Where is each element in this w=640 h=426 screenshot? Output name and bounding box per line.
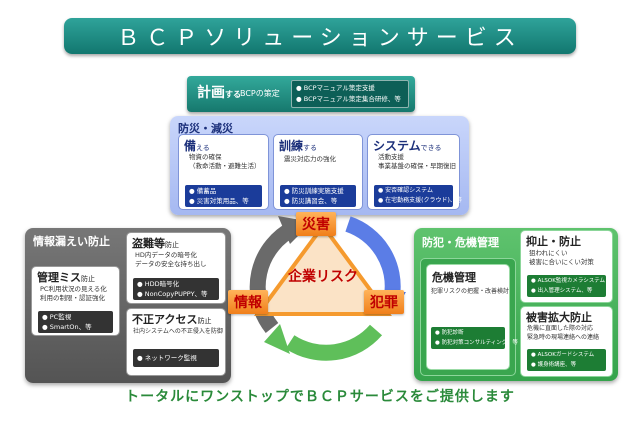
card-title: 被害拡大防止	[526, 311, 592, 324]
green-arrow-arc	[285, 324, 383, 361]
panel-title: 防災・減災	[178, 122, 233, 135]
card-desc: 物資の確保（救命活動・避難生活）	[189, 153, 261, 170]
plan-item-list: ● BCPマニュアル策定支援 ● BCPマニュアル策定集合研修、等	[291, 80, 409, 108]
card-title: 危機管理	[432, 271, 476, 284]
card-title: システムできる	[373, 139, 442, 153]
risk-center-label: 企業リスク	[288, 269, 358, 285]
card-item-list: ● ネットワーク監視	[133, 349, 219, 367]
footer-tagline: トータルにワンストップでＢＣＰサービスをご提供します	[125, 389, 515, 405]
card-title: 備える	[184, 139, 210, 153]
card-item-list: ● 安否確認システム ● 在宅勤務支援(クラウド)、等	[374, 185, 462, 207]
green-arrow-head	[264, 324, 290, 354]
card-desc: HD内データの暗号化データの安全な持ち出し	[135, 251, 207, 268]
card-item-list: ● ALSOK監視カメラシステム ● 出入管理システム、等	[527, 275, 606, 297]
risk-triangle	[254, 222, 392, 316]
card-item-list: ● ALSOKガードシステム ● 護身術講座、等	[527, 349, 606, 371]
card-mistake: 管理ミス防止 PC利用状況の見える化利用の制限・認証強化 ● PC監視 ● Sm…	[31, 266, 120, 336]
card-desc: PC利用状況の見える化利用の制限・認証強化	[40, 285, 107, 302]
list-item: ● BCPマニュアル策定集合研修、等	[296, 95, 401, 103]
risk-label-crime: 犯罪	[364, 290, 404, 314]
card-desc: 狙われにくい被害に合いにくい対策	[529, 249, 594, 266]
card-title: 訓練する	[279, 139, 318, 153]
plan-box: 計画する BCPの策定 ● BCPマニュアル策定支援 ● BCPマニュアル策定集…	[187, 76, 415, 112]
card-item-list: ● 備蓄品 ● 災害対策用品、等	[185, 185, 262, 207]
card-title: 不正アクセス防止	[132, 313, 212, 326]
card-deterrence: 抑止・防止 狙われにくい被害に合いにくい対策 ● ALSOK監視カメラシステム …	[520, 230, 613, 303]
plan-subtitle: BCPの策定	[240, 89, 280, 98]
risk-label-info: 情報	[228, 290, 268, 314]
disaster-prevention-panel: 防災・減災 備える 物資の確保（救命活動・避難生活） ● 備蓄品 ● 災害対策用…	[170, 116, 469, 215]
card-item-list: ● 防犯診断 ● 防犯対策コンサルティング、等	[431, 327, 518, 349]
card-drill: 訓練する 震災対応力の強化 ● 防災訓練実施支援 ● 防災講習会、等	[273, 134, 363, 210]
card-damage-spread-prevention: 被害拡大防止 危機に直面した際の対応緊急時の現場連絡への連絡 ● ALSOKガー…	[520, 306, 613, 377]
panel-title: 防犯・危機管理	[422, 236, 499, 249]
card-desc: 活動支援事業基盤の確保・早期復旧	[378, 153, 456, 170]
card-theft: 盗難等防止 HD内データの暗号化データの安全な持ち出し ● HDD暗号化 ● N…	[126, 232, 226, 304]
card-crisis-management: 危機管理 犯罪リスクの把握・改善検討 ● 防犯診断 ● 防犯対策コンサルティング…	[420, 258, 518, 376]
card-system: システムできる 活動支援事業基盤の確保・早期復旧 ● 安否確認システム ● 在宅…	[367, 134, 462, 210]
card-unauthorized-access: 不正アクセス防止 社内システムへの不正侵入を防御 ● ネットワーク監視	[126, 308, 226, 376]
card-desc: 犯罪リスクの把握・改善検討	[431, 288, 510, 295]
card-inner: 危機管理 犯罪リスクの把握・改善検討 ● 防犯診断 ● 防犯対策コンサルティング…	[426, 264, 518, 370]
card-desc: 危機に直面した際の対応緊急時の現場連絡への連絡	[527, 325, 600, 341]
card-title: 盗難等防止	[132, 237, 179, 250]
list-item: ● BCPマニュアル策定支援	[296, 84, 375, 92]
plan-title: 計画する	[197, 85, 241, 101]
card-desc: 震災対応力の強化	[284, 155, 336, 163]
panel-title: 情報漏えい防止	[33, 235, 110, 248]
crime-prevention-panel: 防犯・危機管理 危機管理 犯罪リスクの把握・改善検討 ● 防犯診断 ● 防犯対策…	[414, 228, 618, 381]
card-title: 抑止・防止	[526, 235, 581, 248]
info-leak-panel: 情報漏えい防止 管理ミス防止 PC利用状況の見える化利用の制限・認証強化 ● P…	[25, 228, 231, 383]
card-item-list: ● 防災訓練実施支援 ● 防災講習会、等	[280, 185, 356, 207]
card-title: 管理ミス防止	[37, 271, 95, 284]
card-item-list: ● HDD暗号化 ● NonCopyPUPPY、等	[133, 278, 219, 300]
blue-arrow-arc	[345, 216, 401, 298]
card-item-list: ● PC監視 ● SmartOn、等	[38, 311, 113, 333]
card-desc: 社内システムへの不正侵入を防御	[133, 328, 223, 335]
risk-label-disaster: 災害	[296, 212, 336, 236]
page-title: ＢＣＰソリューションサービス	[64, 18, 576, 54]
card-prepare: 備える 物資の確保（救命活動・避難生活） ● 備蓄品 ● 災害対策用品、等	[178, 134, 269, 210]
